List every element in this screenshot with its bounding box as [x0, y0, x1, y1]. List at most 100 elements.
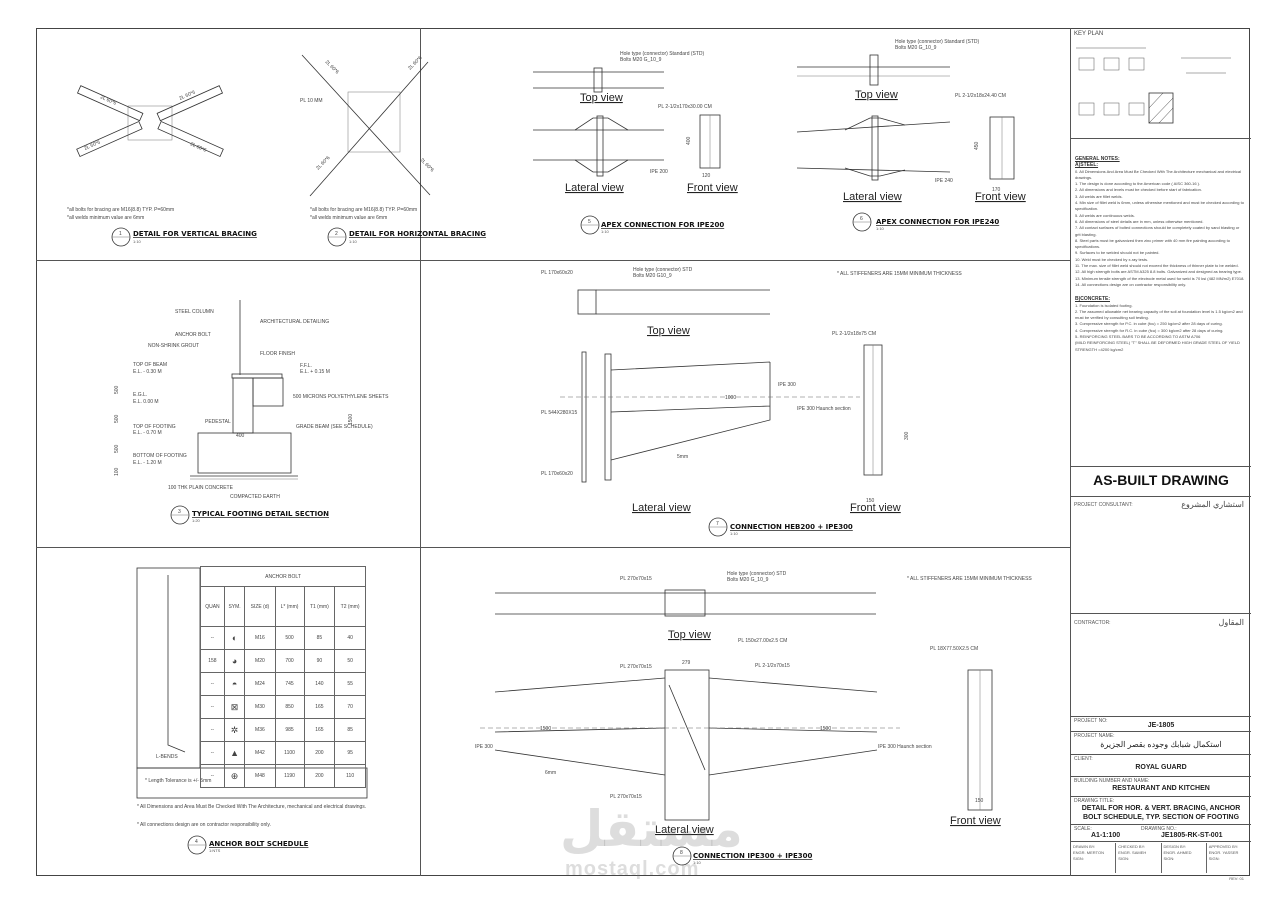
table-cell: M30 [244, 695, 276, 719]
member-label: 2L 60*6 [407, 55, 423, 71]
level-elevation: E.L. - 1.20 M [133, 460, 162, 466]
scale-label: SCALE: [1074, 826, 1092, 832]
note-item: 5- REINFORCING STEEL BARS TO BE ACCORDIN… [1075, 334, 1201, 340]
detail-scale: 1:10 [876, 226, 885, 231]
detail-note: *all welds minimum value are 6mm [67, 215, 144, 221]
table-cell: M24 [244, 672, 276, 696]
note-item: 11. The max. size of fillet weld should … [1075, 263, 1239, 269]
table-cell: M36 [244, 718, 276, 742]
project-name-label: PROJECT NAME: [1074, 733, 1115, 739]
detail-title: DETAIL FOR VERTICAL BRACING [133, 230, 257, 238]
member-label: 2L 60*6 [99, 94, 117, 107]
note-item: 2. The assumed allowable net bearing cap… [1075, 308, 1243, 321]
divider-v1 [420, 28, 421, 876]
stiffener-note: * ALL STIFFENERS ARE 15MM MINIMUM THICKN… [907, 576, 1032, 582]
lateral-view-label: Lateral view [632, 502, 691, 514]
note-item: 3. Compressive strength for P.C. in cube… [1075, 321, 1223, 327]
signoff-role: DRAWN BY: [1073, 844, 1096, 849]
general-notes-title: GENERAL NOTES: [1075, 156, 1120, 162]
annotation: Bolts M20 G_10_9 [727, 577, 769, 583]
note-item: 7. All contact surfaces of bolted connec… [1075, 225, 1240, 237]
table-cell: -- [200, 764, 225, 788]
annotation: STEEL COLUMN [175, 309, 214, 315]
note-item: 6. All dimensions of steel details are i… [1075, 218, 1204, 224]
table-cell: 158 [200, 649, 225, 673]
signoff-name: ENGR. AHMED [1163, 850, 1192, 855]
table-cell: -- [200, 718, 225, 742]
schedule-note: * All connections design are on contract… [137, 822, 271, 828]
level-elevation: E.L. 0.00 M [133, 399, 159, 405]
dimension: 1500 [348, 414, 354, 425]
annotation: ARCHITECTURAL DETAILING [260, 319, 329, 325]
title-block: KEY PLAN GENERAL NOTES: A)STEEL: 0. All … [1070, 28, 1251, 881]
signoff-role: DESIGN BY: [1163, 844, 1187, 849]
table-cell: 140 [303, 672, 336, 696]
watermark-arabic: مستقل [560, 800, 743, 858]
table-cell: 985 [274, 718, 305, 742]
note-item: 2. All dimensions and levels must be che… [1075, 187, 1202, 193]
star-symbol-icon: ✲ [223, 718, 246, 742]
table-cell: 85 [334, 718, 366, 742]
dimension: 500 [114, 385, 120, 394]
quarters-symbol-icon: ◕ [223, 649, 246, 673]
table-cell: 500 [274, 626, 305, 650]
table-cell: 850 [274, 695, 305, 719]
col-header: SYM. [223, 586, 246, 627]
revision: REV: 01 [1229, 876, 1244, 881]
annotation: PL 18X77.50X2.5 CM [930, 646, 978, 652]
annotation: 100 THK PLAIN CONCRETE [168, 485, 234, 491]
annotation: IPE 240 [935, 178, 953, 184]
annotation: IPE 300 [778, 382, 796, 388]
detail-scale: 1:10 [349, 239, 358, 244]
annotation: 450 [974, 141, 980, 150]
col-header: L* (mm) [274, 586, 305, 627]
level-name: TOP OF FOOTING [133, 424, 176, 430]
annotation: PL 2-1/2x170x30.00 CM [658, 104, 712, 110]
table-cell: 85 [303, 626, 336, 650]
project-no-label: PROJECT NO: [1074, 718, 1108, 724]
annotation: IPE 300 Haunch section [878, 744, 932, 750]
annotation: PL 270x70x15 [620, 576, 652, 582]
consultant-label: PROJECT CONSULTANT: [1074, 502, 1133, 508]
level-name: E.G.L. [133, 392, 147, 398]
table-cell: 165 [303, 718, 336, 742]
building-name: RESTAURANT AND KITCHEN [1112, 785, 1210, 792]
detail-number: 6 [860, 216, 863, 222]
annotation: Bolts M20 G10_9 [633, 273, 672, 279]
table-cell: 200 [303, 741, 336, 765]
key-plan-label: KEY PLAN [1074, 31, 1104, 37]
detail-title: APEX CONNECTION FOR IPE240 [876, 218, 999, 226]
annotation: Bolts M20 G_10_9 [895, 45, 937, 51]
detail-scale: 1:10 [693, 860, 702, 865]
top-view-label: Top view [668, 629, 711, 641]
detail-number: 4 [195, 839, 198, 845]
lateral-view-label: Lateral view [565, 182, 624, 194]
annotation: PL 544X280X15 [541, 410, 577, 416]
level-name: TOP OF BEAM [133, 362, 167, 368]
client-name: ROYAL GUARD [1135, 764, 1187, 771]
table-cell: -- [200, 626, 225, 650]
signoff-name: ENGR. SAMEH [1118, 850, 1147, 855]
annotation: GRADE BEAM (SEE SCHEDULE) [296, 424, 373, 430]
schedule-footnote: * Length Tolerance is +/- 5mm [145, 778, 211, 784]
dimension: 500 [114, 444, 120, 453]
annotation: PL 170x60x20 [541, 270, 573, 276]
table-cell: -- [200, 695, 225, 719]
detail-title: APEX CONNECTION FOR IPE200 [601, 221, 724, 229]
dimension: 150 [975, 798, 984, 804]
dimension: 1000 [725, 395, 736, 401]
annotation: IPE 200 [650, 169, 668, 175]
table-cell: 55 [334, 672, 366, 696]
watermark-url: mostaql.com [565, 858, 700, 880]
table-cell: 110 [334, 764, 366, 788]
divider-h2 [36, 547, 1070, 548]
detail-connection-ipe300-ipe300: PL 270x70x15 Hole type (connector) STD B… [475, 571, 1032, 866]
table-cell: 70 [334, 695, 366, 719]
member-label: 2L 60*6 [324, 59, 340, 75]
drawing-canvas: 2L 60*6 2L 60*6 2L 60*6 2L 60*6 *all bol… [67, 39, 1032, 866]
signoff-sign: SIGN: [1118, 856, 1130, 861]
note-item: 1. The design is done according to the A… [1075, 181, 1201, 187]
